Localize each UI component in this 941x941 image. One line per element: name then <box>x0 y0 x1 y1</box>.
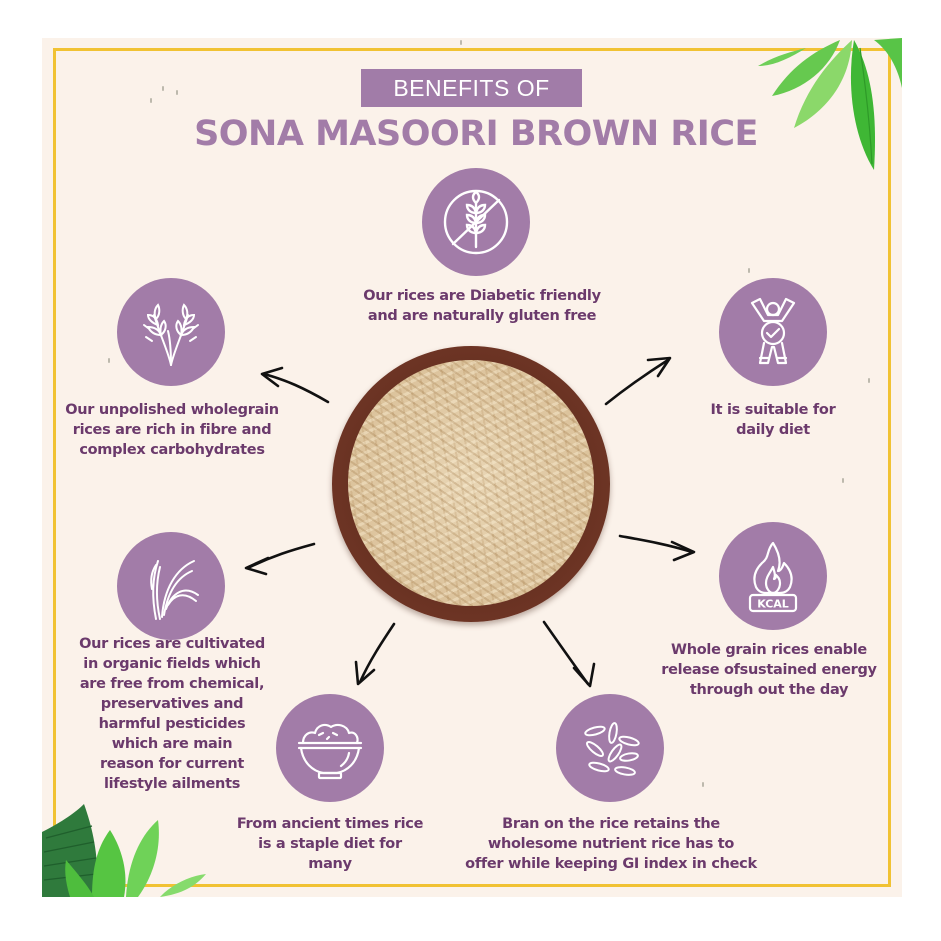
benefit-icon-daily-diet <box>719 278 827 386</box>
brown-rice-grains <box>348 360 594 606</box>
kcal-flame-icon: KCAL <box>748 541 798 613</box>
healthy-person-check-icon <box>750 297 796 365</box>
leaf-decoration-top-right <box>758 38 902 170</box>
arrow-to-staple <box>354 622 396 686</box>
benefit-text-organic: Our rices are cultivated in organic fiel… <box>79 636 265 792</box>
arrow-to-fibre <box>260 366 330 404</box>
decorative-speck <box>868 378 870 383</box>
benefit-text-daily-diet: It is suitable for daily diet <box>710 402 836 438</box>
gold-frame-border <box>53 48 891 887</box>
no-gluten-wheat-icon <box>443 189 509 255</box>
benefit-text-staple: From ancient times rice is a staple diet… <box>236 816 424 872</box>
arrows-layer <box>244 356 696 688</box>
decorative-speck <box>162 86 164 91</box>
decorative-speck <box>702 782 704 787</box>
benefit-text-fibre: Our unpolished wholegrain rices are rich… <box>65 402 279 458</box>
wheat-stalks-icon <box>143 303 199 366</box>
benefit-icon-gluten-free <box>422 168 530 276</box>
leaf-decoration-bottom-left <box>42 804 206 897</box>
kcal-badge-text: KCAL <box>757 598 789 611</box>
rice-bowl-icon <box>297 723 363 780</box>
decorative-speck <box>150 98 152 103</box>
benefit-icon-bran <box>556 694 664 802</box>
rice-grains-icon <box>584 722 640 776</box>
benefit-icon-organic <box>117 532 225 640</box>
rice-plant-icon <box>150 560 199 620</box>
infographic-card: BENEFITS OF SONA MASOORI BROWN RICE Our … <box>42 38 902 897</box>
decorative-speck <box>842 478 844 483</box>
benefit-icon-energy: KCAL <box>719 522 827 630</box>
page-title: SONA MASOORI BROWN RICE <box>194 114 758 154</box>
arrow-to-bran <box>542 620 596 688</box>
benefit-text-energy: Whole grain rices enable release ofsusta… <box>661 642 877 698</box>
banner-benefits-of: BENEFITS OF <box>361 69 582 107</box>
decorative-speck <box>748 268 750 273</box>
arrow-to-energy <box>618 534 696 562</box>
rice-bowl-photo <box>332 346 610 622</box>
arrow-to-organic <box>244 542 316 576</box>
arrow-to-daily-diet <box>604 356 672 406</box>
decorative-speck <box>108 358 110 363</box>
decorative-speck <box>176 90 178 95</box>
benefit-icon-fibre <box>117 278 225 386</box>
benefit-text-gluten-free: Our rices are Diabetic friendly and are … <box>363 288 601 324</box>
benefit-text-bran: Bran on the rice retains the wholesome n… <box>465 816 757 872</box>
decorative-speck <box>460 40 462 45</box>
benefit-icon-staple <box>276 694 384 802</box>
